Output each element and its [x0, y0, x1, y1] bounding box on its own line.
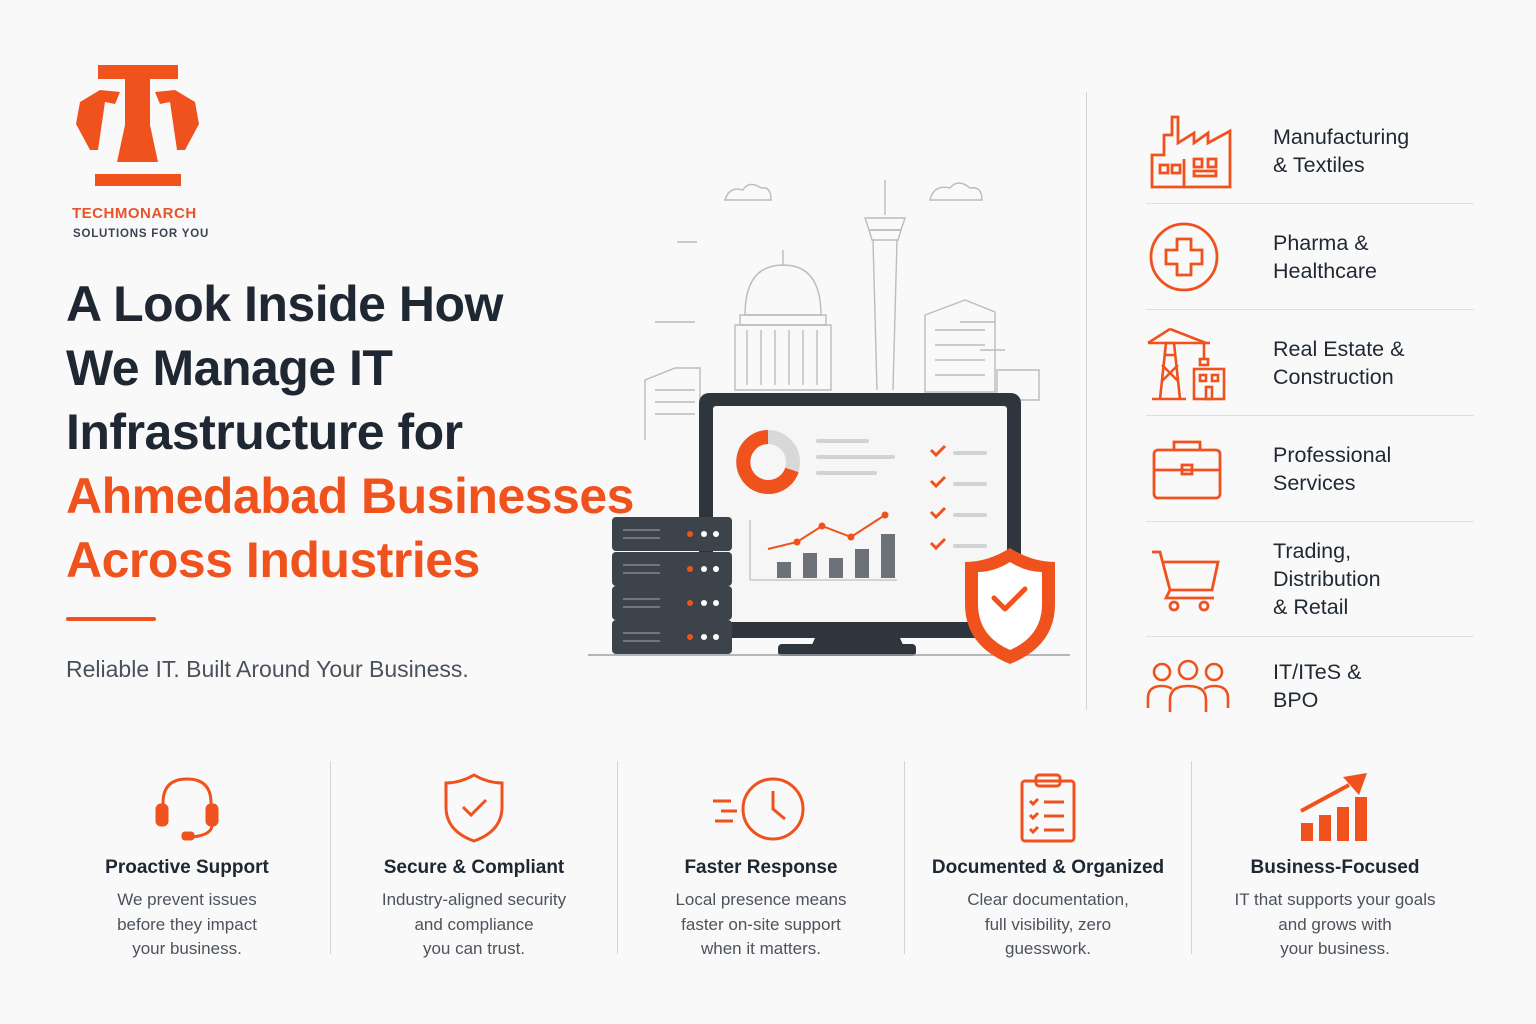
- headline-line-3: Infrastructure for: [66, 404, 463, 460]
- industry-label: Real Estate & Construction: [1273, 336, 1405, 389]
- page-headline: A Look Inside How We Manage IT Infrastru…: [66, 272, 634, 592]
- feature-description: Industry-aligned security and compliance…: [381, 890, 567, 958]
- feature-divider: [330, 761, 331, 954]
- feature-divider: [1191, 761, 1192, 954]
- feature-title: Business-Focused: [1250, 857, 1420, 878]
- crane-icon: [1146, 322, 1238, 404]
- feature-title: Faster Response: [684, 857, 838, 878]
- factory-icon: [1146, 110, 1238, 192]
- industry-item-professional-services: Professional Services: [1146, 416, 1474, 522]
- brand-tagline: SOLUTIONS FOR YOU: [73, 228, 210, 240]
- headline-line-5: Across Industries: [66, 532, 480, 588]
- shopping-cart-icon: [1146, 538, 1238, 620]
- fast-clock-icon: [618, 755, 904, 843]
- industry-label: Manufacturing & Textiles: [1273, 124, 1410, 177]
- feature-description: IT that supports your goals and grows wi…: [1234, 890, 1436, 958]
- it-infrastructure-illustration: [585, 170, 1085, 670]
- headset-icon: [44, 755, 330, 843]
- clipboard-list-icon: [905, 755, 1191, 843]
- feature-description: We prevent issues before they impact you…: [117, 890, 257, 958]
- brand-logo: [70, 62, 220, 192]
- headline-line-1: A Look Inside How: [66, 276, 503, 332]
- industry-label: Professional Services: [1273, 442, 1392, 495]
- industry-label: IT/ITeS & BPO: [1273, 660, 1362, 712]
- briefcase-icon: [1146, 428, 1238, 510]
- industry-item-real-estate: Real Estate & Construction: [1146, 310, 1474, 416]
- team-icon: [1146, 645, 1238, 727]
- feature-title: Secure & Compliant: [383, 857, 565, 878]
- city-monitor-server-illustration: [588, 180, 1085, 664]
- feature-divider: [904, 761, 905, 954]
- feature-secure-compliant: Secure & Compliant Industry-aligned secu…: [331, 755, 617, 958]
- feature-business-focused: Business-Focused IT that supports your g…: [1192, 755, 1478, 958]
- industry-item-trading: Trading, Distribution & Retail: [1146, 522, 1474, 637]
- feature-divider: [617, 761, 618, 954]
- feature-proactive-support: Proactive Support We prevent issues befo…: [44, 755, 330, 958]
- industry-label: Pharma & Healthcare: [1273, 230, 1377, 283]
- headline-line-4: Ahmedabad Businesses: [66, 468, 634, 524]
- feature-documented-organized: Documented & Organized Clear documentati…: [905, 755, 1191, 958]
- feature-faster-response: Faster Response Local presence means fas…: [618, 755, 904, 958]
- growth-chart-icon: [1192, 755, 1478, 843]
- industries-list: Manufacturing & Textiles Pharma & Health…: [1146, 98, 1474, 735]
- headline-line-2: We Manage IT: [66, 340, 393, 396]
- techmonarch-crown-logo: [76, 65, 199, 186]
- shield-check-icon: [331, 755, 617, 843]
- feature-title: Proactive Support: [105, 857, 269, 878]
- accent-underline: [66, 617, 156, 621]
- medical-cross-icon: [1146, 216, 1238, 298]
- brand-name: TECHMONARCH: [72, 205, 197, 222]
- industry-label: Trading, Distribution & Retail: [1273, 539, 1381, 619]
- feature-description: Clear documentation, full visibility, ze…: [967, 890, 1129, 958]
- section-divider: [1086, 92, 1087, 710]
- feature-title: Documented & Organized: [931, 857, 1165, 878]
- page-tagline: Reliable IT. Built Around Your Business.: [66, 656, 469, 682]
- industry-item-manufacturing: Manufacturing & Textiles: [1146, 98, 1474, 204]
- features-row: Proactive Support We prevent issues befo…: [44, 755, 1492, 958]
- feature-description: Local presence means faster on-site supp…: [675, 890, 847, 958]
- industry-item-pharma: Pharma & Healthcare: [1146, 204, 1474, 310]
- industry-item-it-ites: IT/ITeS & BPO: [1146, 637, 1474, 735]
